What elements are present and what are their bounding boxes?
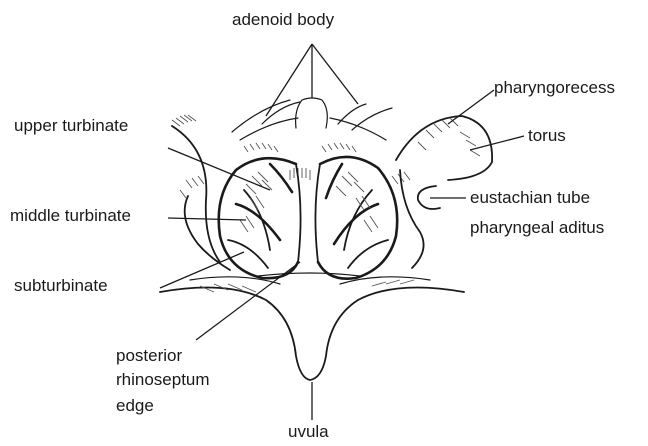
label-eustachian-tube: eustachian tube: [470, 188, 590, 208]
label-pharyngeal-aditus: pharyngeal aditus: [470, 218, 604, 238]
adenoid-body-shape: [232, 98, 392, 140]
label-rhinoseptum: rhinoseptum: [116, 370, 210, 390]
label-upper-turbinate: upper turbinate: [14, 116, 128, 136]
label-uvula: uvula: [288, 422, 329, 442]
label-torus: torus: [528, 126, 566, 146]
label-middle-turbinate: middle turbinate: [10, 206, 131, 226]
label-posterior: posterior: [116, 346, 182, 366]
label-pharyngorecess: pharyngorecess: [494, 78, 615, 98]
label-subturbinate: subturbinate: [14, 276, 108, 296]
right-choana: [315, 157, 397, 279]
soft-palate: [160, 273, 464, 380]
label-edge: edge: [116, 396, 154, 416]
left-choana: [219, 158, 301, 278]
posterior-wall-hatching: [172, 115, 410, 198]
label-adenoid-body: adenoid body: [232, 10, 334, 30]
